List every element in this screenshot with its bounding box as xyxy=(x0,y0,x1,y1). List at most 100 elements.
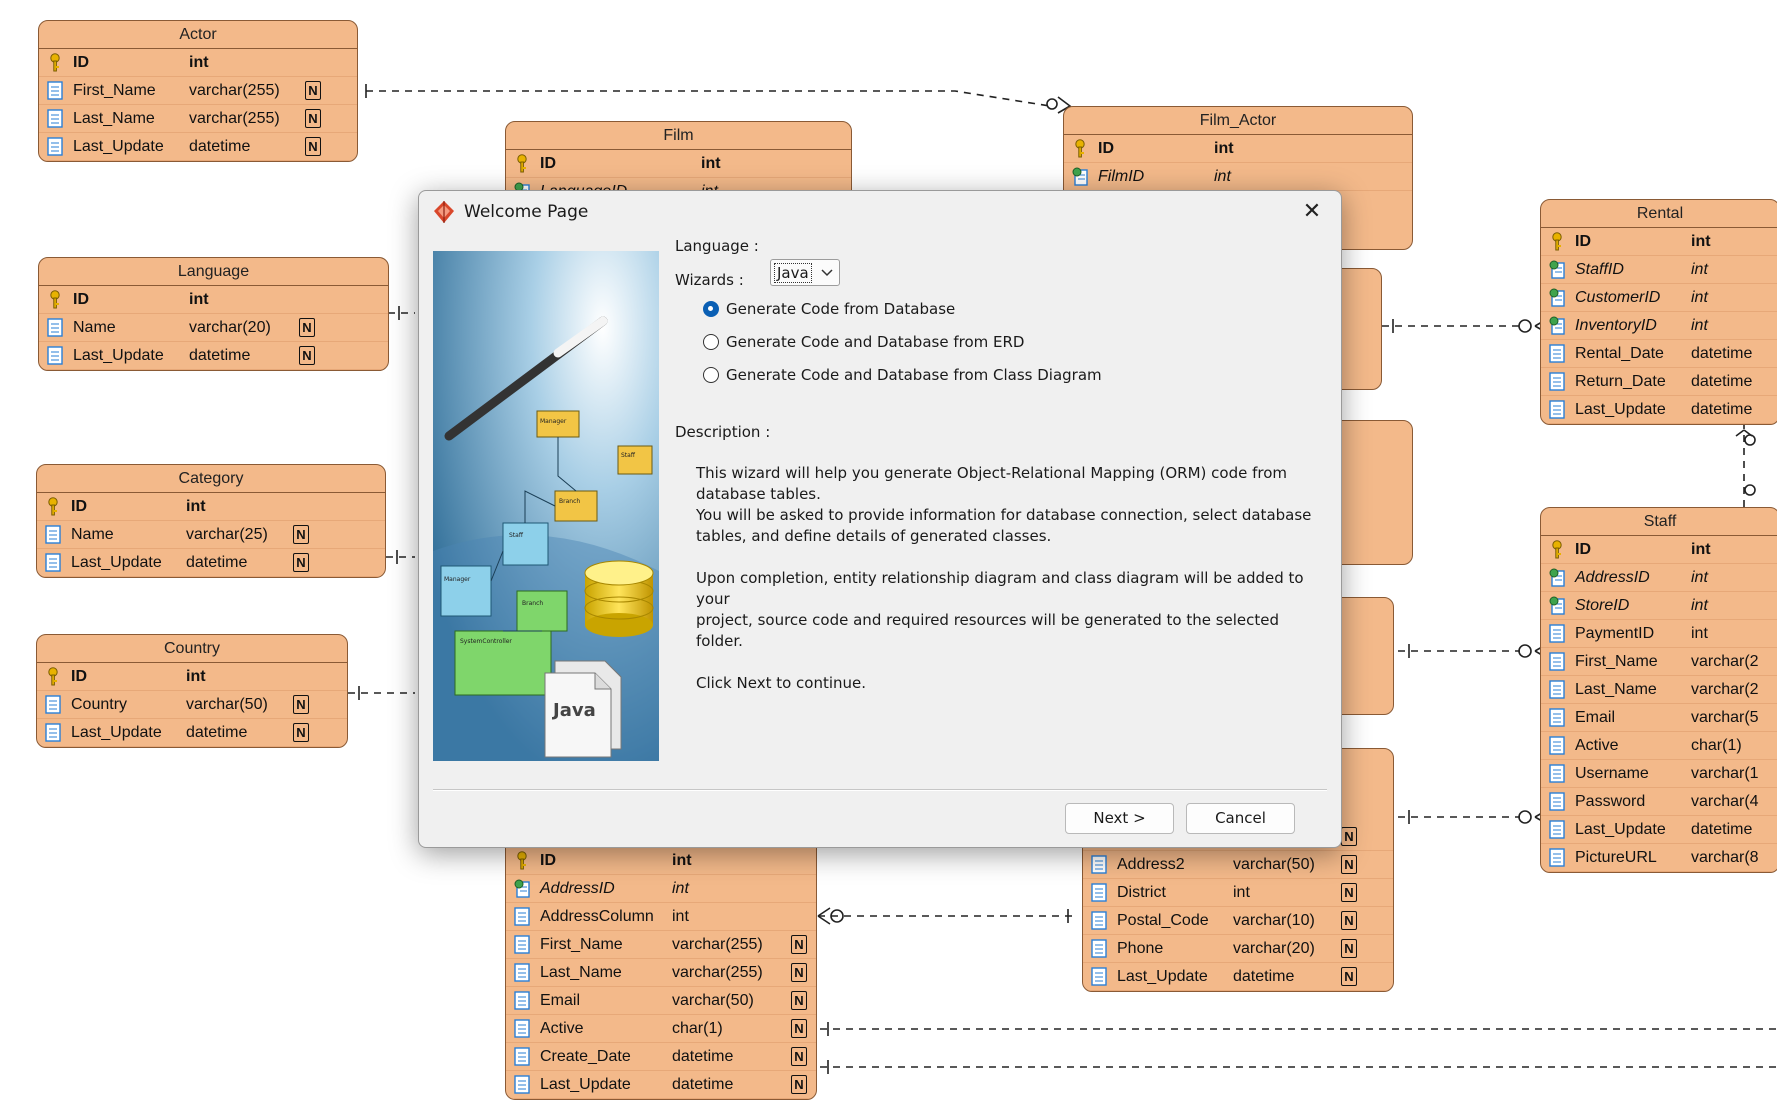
radio-unchecked[interactable] xyxy=(703,367,719,383)
circle-staff-top xyxy=(1744,484,1756,496)
radio-checked[interactable] xyxy=(703,301,719,317)
entity-title[interactable]: Category xyxy=(37,465,385,493)
cancel-button[interactable]: Cancel xyxy=(1186,803,1295,834)
column-icon xyxy=(1549,372,1565,391)
entity-title[interactable]: Country xyxy=(37,635,347,663)
entity-mid-2[interactable] xyxy=(1330,420,1413,565)
column-icon xyxy=(514,907,530,926)
connector-actor-filmactor xyxy=(366,90,1051,107)
column-type: int xyxy=(186,498,206,515)
nullable-icon: N xyxy=(1341,855,1357,874)
option-generate-from-erd[interactable]: Generate Code and Database from ERD xyxy=(703,330,1024,354)
entity-title[interactable]: Film xyxy=(506,122,851,150)
close-icon[interactable]: ✕ xyxy=(1302,199,1322,224)
next-button[interactable]: Next > xyxy=(1065,803,1174,834)
column-type: char(1) xyxy=(672,1020,723,1037)
column-name: AddressID xyxy=(540,880,615,897)
column-name: Name xyxy=(71,526,114,543)
column-icon xyxy=(1091,855,1107,874)
nullable-icon: N xyxy=(293,723,309,742)
radio-unchecked[interactable] xyxy=(703,334,719,350)
column-type: datetime xyxy=(1691,345,1753,362)
entity-title[interactable]: Rental xyxy=(1541,200,1777,228)
option-generate-from-database[interactable]: Generate Code from Database xyxy=(703,297,955,321)
column-type: datetime xyxy=(1691,373,1753,390)
column-type: int xyxy=(189,54,209,71)
column-icon xyxy=(1549,652,1565,671)
option-generate-from-class-diagram[interactable]: Generate Code and Database from Class Di… xyxy=(703,363,1102,387)
column-icon xyxy=(1549,400,1565,419)
column-icon xyxy=(1549,736,1565,755)
entity-title[interactable]: Film_Actor xyxy=(1064,107,1412,135)
entity-title[interactable]: Staff xyxy=(1541,508,1777,536)
chevron-down-icon xyxy=(821,269,833,277)
language-select[interactable]: Java xyxy=(770,259,840,286)
column-name: District xyxy=(1117,884,1166,901)
entity-title[interactable]: Actor xyxy=(39,21,357,49)
primary-key-icon xyxy=(1072,139,1088,158)
column-type: varchar(25) xyxy=(186,526,268,543)
nullable-icon: N xyxy=(791,1047,807,1066)
entity-title[interactable]: Language xyxy=(39,258,388,286)
nullable-icon: N xyxy=(305,109,321,128)
column-type: varchar(10) xyxy=(1233,912,1315,929)
